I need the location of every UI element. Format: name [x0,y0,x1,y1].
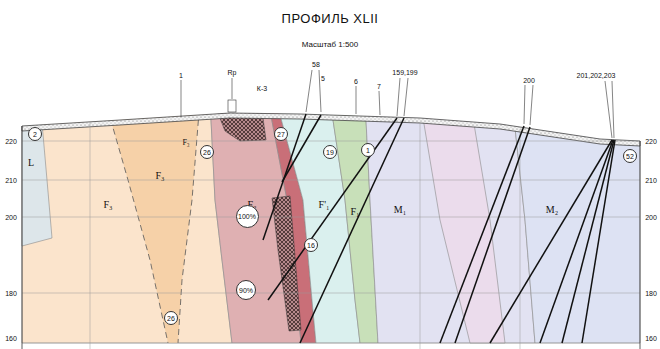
callout-circle: 90% [236,280,256,300]
leader-lines [181,70,614,138]
unit-label: F'₁ [319,200,330,210]
unit-label: F₁ [350,207,359,217]
callout-circle: 1 [361,143,375,157]
callout-circle: 27 [274,127,288,141]
callout-circle: 100% [236,205,259,228]
grid-lines [22,122,640,349]
callout-number: 2 [33,131,37,138]
axis-value: 180 [5,290,17,297]
boreholes [263,114,615,343]
axis-value: 210 [645,177,657,184]
scale-label: Масштаб 1:500 [302,41,358,49]
crush-zone [218,111,301,331]
callout-number: 16 [307,242,315,249]
rock-units [22,100,640,343]
benchmark-label: Rp [228,69,237,76]
unit-label: F₃ [155,171,164,181]
callout-number: 52 [626,153,634,160]
unit-label: M₁ [394,205,406,215]
callout-number: 26 [203,149,211,156]
axis-value: 210 [5,177,17,184]
unit-label: F₃ [182,139,189,147]
borehole-label: 58 [312,61,320,68]
axis-value: 200 [645,214,657,221]
callout-circle: 26 [164,311,178,325]
inferred-contact [105,100,200,343]
axis-value: 160 [5,335,17,342]
overburden [22,113,640,146]
callout-circle: 16 [304,238,318,252]
borehole-label: 159,199 [392,69,417,76]
callout-circle: 26 [200,145,214,159]
callout-circle: 2 [28,127,42,141]
axis-value: 200 [5,214,17,221]
callout-number: 26 [167,315,175,322]
callout-number: 1 [366,147,370,154]
borehole-label: 201,202,203 [577,72,616,79]
callout-number: 19 [326,149,334,156]
borehole-label: 1 [179,72,183,79]
callout-number: 90% [239,287,253,294]
borehole-label: 6 [354,78,358,85]
axis-value: 220 [645,138,657,145]
callout-circle: 19 [323,145,337,159]
profile-title: ПРОФИЛЬ XLII [282,12,379,25]
callout-number: 27 [277,131,285,138]
frame-lines [22,126,640,349]
borehole-label: 7 [377,83,381,90]
axis-value: 220 [5,138,17,145]
unit-label: L [28,158,34,168]
borehole-label: К-3 [257,85,267,92]
axis-value: 160 [645,335,657,342]
unit-label: F₃ [103,200,112,210]
callout-number: 100% [238,213,256,220]
borehole-label: 200 [523,77,535,84]
callout-circle: 52 [623,149,637,163]
axis-value: 180 [645,290,657,297]
borehole-label: 5 [321,75,325,82]
unit-label: M₂ [546,205,558,215]
